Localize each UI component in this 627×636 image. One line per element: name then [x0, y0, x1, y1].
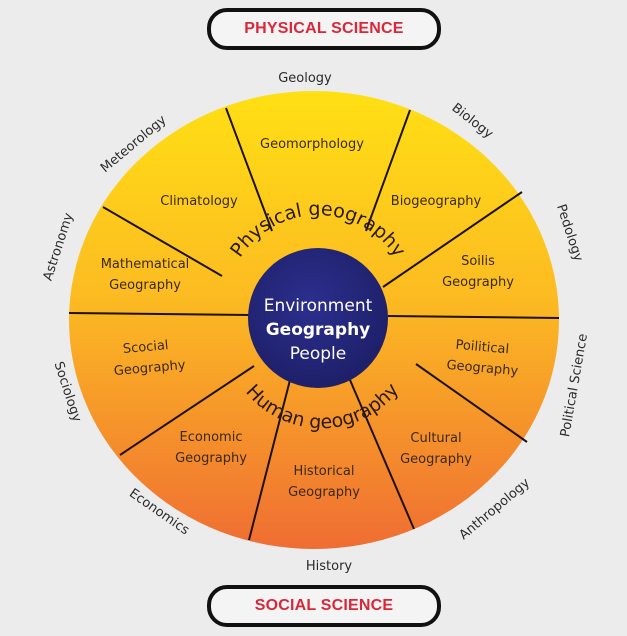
segment-social-line1: Scocial: [122, 338, 169, 357]
outer-political-science: Political Science: [558, 333, 591, 439]
outer-astronomy: Astronomy: [41, 211, 77, 283]
center-people: People: [290, 344, 346, 364]
segment-climatology: Climatology: [160, 194, 238, 209]
segment-economic-line2: Geography: [175, 451, 247, 466]
social-science-label: SOCIAL SCIENCE: [254, 597, 394, 614]
social-science-banner: SOCIAL SCIENCE: [207, 585, 441, 627]
segment-geomorphology: Geomorphology: [260, 137, 364, 152]
segment-political-line2: Geography: [446, 358, 519, 379]
center-geography: Geography: [266, 320, 371, 340]
segment-soils-line2: Geography: [442, 275, 514, 290]
segment-economic-line1: Economic: [180, 430, 243, 445]
segment-historical-line1: Historical: [294, 464, 355, 479]
center-environment: Environment: [264, 296, 373, 316]
segment-cultural-line1: Cultural: [410, 431, 461, 446]
outer-geology: Geology: [278, 71, 332, 86]
segment-dividers: [68, 107, 560, 541]
segment-mathematical-line1: Mathematical: [101, 257, 190, 272]
segment-political-line1: Poilitical: [455, 338, 510, 358]
segment-mathematical-line2: Geography: [109, 278, 181, 293]
outer-pedology: Pedology: [553, 203, 586, 264]
segment-biogeography: Biogeography: [391, 194, 482, 209]
outer-history: History: [306, 559, 353, 574]
physical-science-label: PHYSICAL SCIENCE: [244, 20, 404, 37]
center-circle: [248, 248, 388, 388]
physical-science-banner: PHYSICAL SCIENCE: [207, 8, 441, 50]
segment-soils-line1: Soilis: [461, 254, 495, 269]
segment-social-line2: Geography: [113, 358, 186, 379]
segment-cultural-line2: Geography: [400, 452, 472, 467]
segment-historical-line2: Geography: [288, 485, 360, 500]
